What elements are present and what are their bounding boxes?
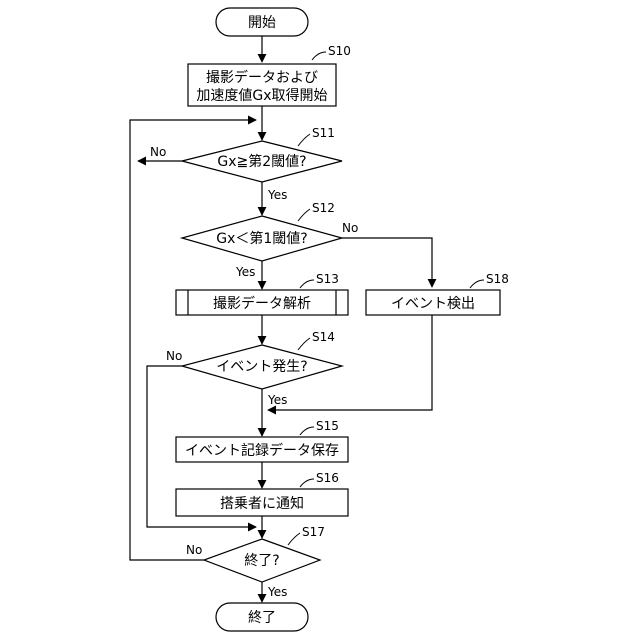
process-s16: 搭乗者に通知 bbox=[176, 489, 348, 516]
s17-no-label: No bbox=[186, 543, 202, 557]
s11-yes-label: Yes bbox=[267, 188, 287, 202]
s18-label: イベント検出 bbox=[391, 296, 475, 312]
s12-yes-label: Yes bbox=[235, 265, 255, 279]
s14-yes-label: Yes bbox=[267, 393, 287, 407]
process-s18: イベント検出 bbox=[366, 290, 500, 315]
start-label: 開始 bbox=[248, 15, 276, 31]
edge-s12-no bbox=[342, 238, 432, 287]
s13-label: 撮影データ解析 bbox=[213, 295, 311, 312]
start-node: 開始 bbox=[216, 8, 308, 36]
s17-label: 終了? bbox=[244, 553, 279, 569]
s10-label-line1: 撮影データおよび bbox=[206, 69, 318, 86]
s15-label: イベント記録データ保存 bbox=[185, 442, 339, 459]
decision-s11: Gx≧第2閾値? bbox=[182, 141, 342, 182]
s11-label: Gx≧第2閾値? bbox=[217, 153, 306, 170]
s17-yes-label: Yes bbox=[267, 585, 287, 599]
s14-label: イベント発生? bbox=[216, 359, 307, 375]
step-label-s15: S15 bbox=[316, 419, 339, 433]
s10-label-line2: 加速度値Gx取得開始 bbox=[196, 87, 327, 104]
step-label-s11: S11 bbox=[312, 126, 335, 140]
s11-no-label: No bbox=[150, 145, 166, 159]
connectors bbox=[130, 36, 432, 602]
s16-label: 搭乗者に通知 bbox=[220, 495, 304, 512]
s12-label: Gx＜第1閾値? bbox=[216, 230, 307, 247]
step-label-s17: S17 bbox=[302, 525, 325, 539]
step-label-s14: S14 bbox=[312, 330, 335, 344]
s14-no-label: No bbox=[166, 349, 182, 363]
process-s15: イベント記録データ保存 bbox=[176, 437, 348, 462]
step-label-s12: S12 bbox=[312, 201, 335, 215]
process-s13: 撮影データ解析 bbox=[176, 290, 348, 315]
step-label-s10: S10 bbox=[328, 44, 351, 58]
s12-no-label: No bbox=[342, 221, 358, 235]
step-label-s13: S13 bbox=[316, 272, 339, 286]
decision-s17: 終了? bbox=[204, 539, 320, 582]
decision-s14: イベント発生? bbox=[182, 345, 342, 389]
step-label-s16: S16 bbox=[316, 471, 339, 485]
step-label-s18: S18 bbox=[486, 272, 509, 286]
process-s10: 撮影データおよび 加速度値Gx取得開始 bbox=[188, 64, 336, 106]
end-node: 終了 bbox=[216, 603, 308, 631]
end-label: 終了 bbox=[248, 610, 276, 626]
decision-s12: Gx＜第1閾値? bbox=[182, 216, 342, 261]
